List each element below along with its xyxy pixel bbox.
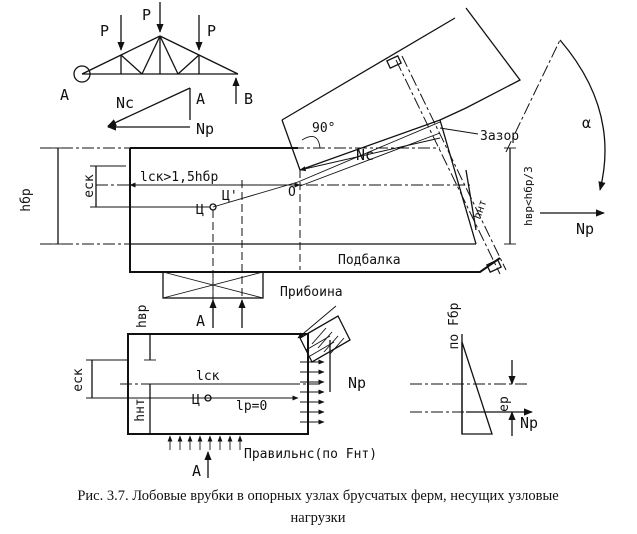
reaction-a-label: A — [196, 312, 205, 330]
force-nc-label: Nc — [116, 94, 134, 112]
dim-hnm: hнт — [471, 198, 490, 221]
dim-hbr-cond: hвр<hбр/3 — [522, 166, 535, 226]
dim-hnm-bottom: hнт — [133, 398, 148, 421]
pravilno-label: Правильнс(по Fнт) — [244, 447, 377, 462]
dim-lp0: lр=0 — [236, 399, 267, 414]
angle-alpha-label: α — [582, 114, 591, 132]
load-p-mid: P — [142, 6, 151, 24]
force-triangle: Nc A Np — [107, 87, 214, 138]
stress-arrows-right — [300, 359, 325, 425]
angle-90-label: 90° — [312, 121, 335, 136]
correct-scheme: hвр eск hнт lск Ц lр=0 Np — [71, 304, 377, 480]
bottom-np-label: Np — [348, 374, 366, 392]
dim-lck-cond: lск>1,5hбр — [140, 170, 218, 185]
diagram-np-label: Np — [520, 414, 538, 432]
po-fbr-label: по Fбр — [447, 302, 462, 349]
caption-line1: Рис. 3.7. Лобовые врубки в опорных узлах… — [77, 488, 558, 504]
force-a-label: A — [196, 90, 205, 108]
load-p-right: P — [207, 22, 216, 40]
rafter-load-block — [297, 305, 351, 363]
podbalka-label: Подбалка — [338, 253, 401, 268]
support-a-circle — [73, 65, 91, 83]
bottom-reaction-a: A — [192, 462, 201, 480]
zazor-label: Зазор — [480, 129, 519, 144]
caption-line2: нагрузки — [291, 510, 346, 526]
support-label-a: A — [60, 86, 69, 104]
rafter-nc-label: Nc — [356, 146, 374, 164]
point-o: O — [288, 185, 296, 200]
support-stress-arrows — [167, 435, 243, 450]
dim-hbr: hбр — [19, 188, 34, 212]
stress-diagram: по Fбр eр Np — [410, 302, 538, 436]
point-c-prime: Ц' — [222, 189, 238, 204]
dim-ep: eр — [497, 396, 512, 412]
support-label-b: B — [244, 90, 253, 108]
main-joint-detail: hбр Подбалка eск lск>1,5hбр Ц' O Ц Nc 90… — [19, 7, 606, 330]
point-c: Ц — [196, 203, 204, 218]
beam-np-label: Np — [576, 220, 594, 238]
dim-eck: eск — [82, 174, 97, 198]
priboina-label: Прибоина — [280, 285, 343, 300]
dim-hvr: hвр — [135, 304, 150, 328]
dim-lck-bottom: lск — [196, 369, 220, 384]
dim-eck-bottom: eск — [71, 368, 86, 392]
bottom-point-c: Ц — [192, 393, 200, 408]
force-np-label: Np — [196, 120, 214, 138]
truss-scheme: P P P A B — [60, 2, 253, 108]
load-p-left: P — [100, 22, 109, 40]
